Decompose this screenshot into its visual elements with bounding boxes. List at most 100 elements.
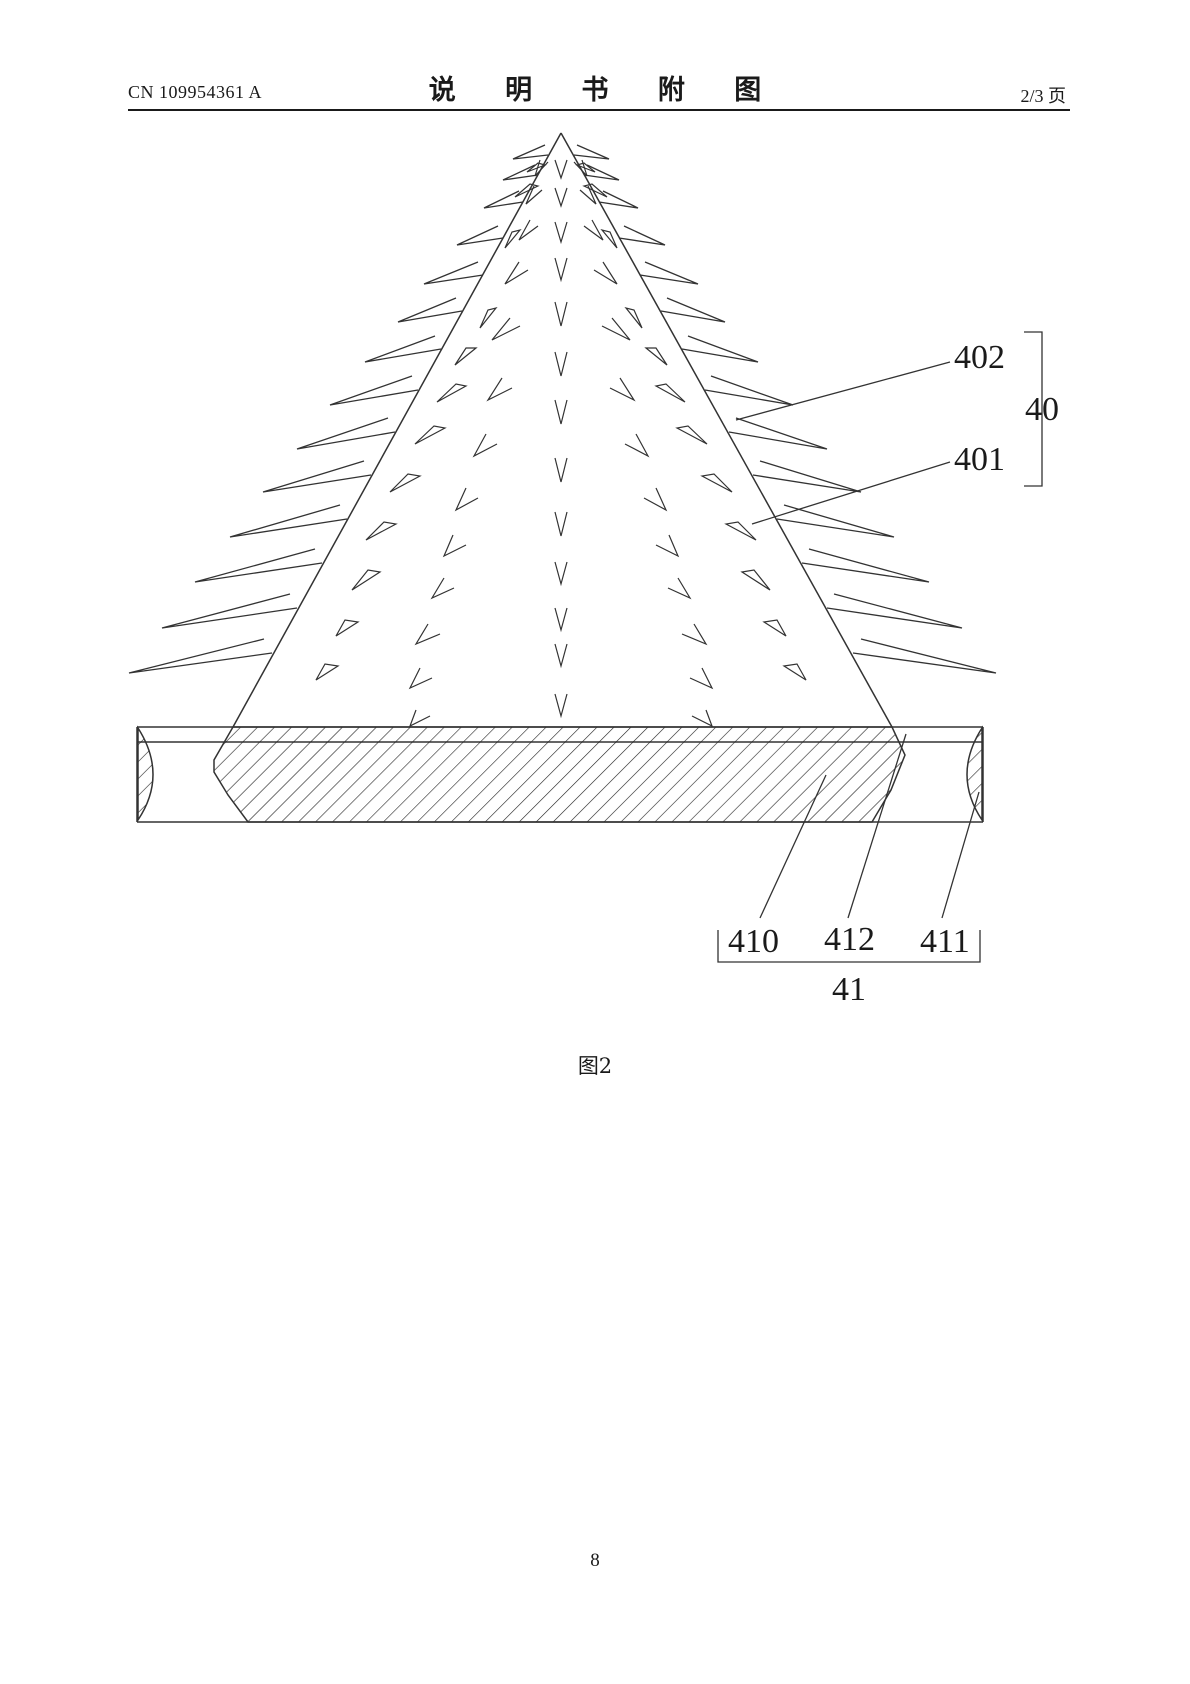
spike — [423, 261, 484, 285]
spike — [624, 433, 650, 458]
label-40: 40 — [1025, 391, 1059, 428]
spike — [483, 190, 524, 209]
label-401: 401 — [954, 441, 1005, 478]
spike — [554, 159, 568, 180]
spike — [335, 619, 360, 637]
spike — [526, 162, 547, 173]
spike — [554, 607, 568, 633]
spike — [514, 183, 540, 198]
spike — [639, 261, 699, 285]
spike — [491, 317, 521, 341]
leader-line-401 — [751, 461, 951, 525]
spike — [554, 301, 568, 327]
bracket-40 — [1024, 331, 1043, 487]
leader-lines — [735, 361, 980, 919]
spike — [752, 460, 862, 493]
hatched-base-part — [213, 726, 906, 823]
spike — [644, 347, 668, 366]
cone-left-edge — [232, 132, 562, 728]
inner-spikes-outer-left — [315, 162, 547, 681]
spike — [762, 619, 787, 637]
cone-body — [232, 132, 893, 728]
spike — [740, 569, 771, 591]
spike — [582, 183, 608, 198]
spike — [161, 593, 298, 629]
spike — [414, 623, 441, 646]
spike — [414, 425, 447, 445]
spike — [128, 638, 273, 674]
spike — [579, 185, 597, 205]
spike — [486, 377, 513, 402]
spike — [554, 457, 568, 483]
spike — [389, 473, 422, 493]
spike — [609, 377, 636, 402]
leader-line-412 — [847, 733, 907, 919]
spike — [262, 460, 372, 493]
spike — [776, 504, 895, 538]
spike — [554, 511, 568, 537]
spike — [643, 487, 668, 512]
spike — [598, 190, 639, 209]
bracket-41 — [717, 930, 981, 963]
spike — [700, 473, 733, 493]
spike — [408, 709, 431, 728]
spike — [518, 219, 539, 241]
spike — [583, 164, 620, 181]
leader-line-411 — [941, 791, 980, 919]
spike — [329, 375, 419, 406]
spike — [525, 185, 543, 205]
label-402: 402 — [954, 339, 1005, 376]
spike — [442, 534, 467, 558]
spike — [454, 347, 478, 366]
publication-number: CN 109954361 A — [128, 82, 263, 102]
spike — [691, 709, 714, 728]
spike — [504, 261, 529, 285]
spike — [430, 577, 455, 600]
spike — [667, 577, 692, 600]
spike — [600, 228, 618, 249]
leader-line-402 — [735, 361, 951, 421]
leader-line-410 — [759, 774, 827, 919]
section-title: 说 明 书 附 图 — [428, 75, 782, 106]
spike — [782, 663, 807, 681]
spike — [675, 425, 708, 445]
spike — [593, 261, 618, 285]
spike — [554, 693, 568, 719]
spike — [655, 534, 680, 558]
spike — [502, 164, 539, 181]
spike — [512, 144, 549, 160]
spike — [472, 433, 498, 458]
spike — [554, 257, 568, 283]
spike — [801, 548, 930, 583]
spike — [194, 548, 323, 583]
spike — [229, 504, 348, 538]
spike — [397, 297, 463, 323]
cone-right-edge — [560, 132, 893, 728]
page-number: 8 — [590, 1550, 600, 1571]
spike — [554, 561, 568, 587]
label-410: 410 — [728, 923, 779, 960]
spike — [365, 521, 398, 541]
spike — [454, 487, 479, 512]
spike — [575, 162, 596, 173]
spike — [704, 375, 794, 406]
spike — [554, 187, 568, 208]
header-rule — [128, 109, 1070, 111]
left-crescent-part — [137, 725, 154, 823]
spike — [852, 638, 997, 674]
spike — [624, 306, 643, 329]
figure-caption: 图2 — [577, 1054, 613, 1078]
spike — [296, 417, 396, 450]
spike — [479, 306, 498, 329]
spike — [554, 399, 568, 425]
page-count: 2/3 页 — [1020, 86, 1066, 106]
spike — [408, 667, 433, 690]
spike — [601, 317, 631, 341]
spike — [534, 159, 549, 177]
spike — [456, 225, 504, 246]
spike — [554, 221, 568, 245]
label-41: 41 — [832, 971, 866, 1008]
inner-spikes-right — [573, 159, 714, 728]
inner-spikes-outer-right — [575, 162, 807, 681]
spike — [724, 521, 757, 541]
